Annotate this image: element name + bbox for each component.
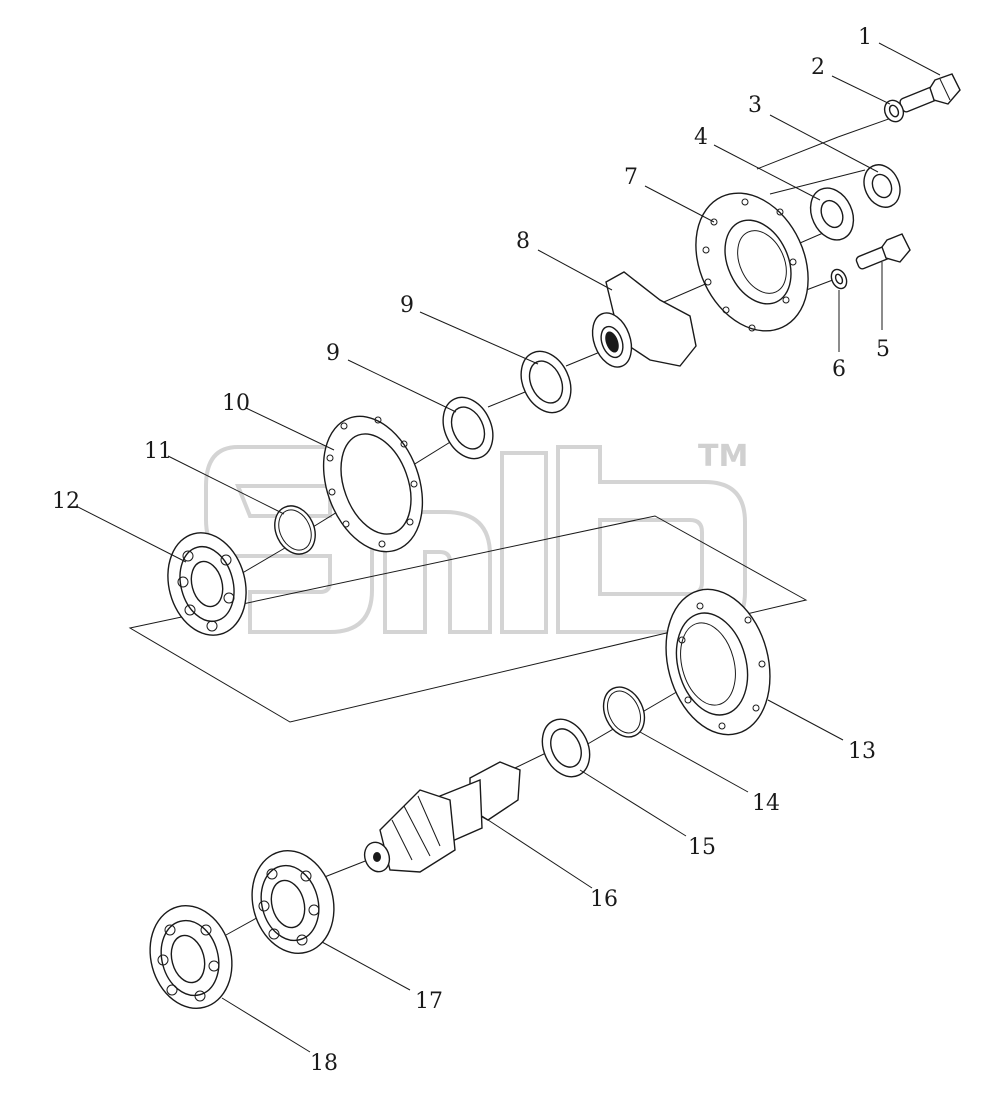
part-14-o-ring xyxy=(602,686,646,738)
part-6-lock-washer xyxy=(830,268,848,290)
callout-15: 15 xyxy=(688,835,716,860)
callout-17: 17 xyxy=(415,989,443,1014)
part-7-bearing-housing xyxy=(695,192,809,332)
part-12-roller-bearing xyxy=(167,532,247,636)
leader-lines xyxy=(75,42,941,1053)
callout-18: 18 xyxy=(310,1051,338,1076)
callout-9-upper: 9 xyxy=(400,293,414,318)
watermark-letter-2 xyxy=(383,510,492,634)
part-1-hex-bolt xyxy=(899,73,961,113)
part-16-drive-pinion xyxy=(363,761,521,873)
part-8-flange-yoke xyxy=(591,271,697,368)
watermark-letter-3 xyxy=(500,451,548,634)
trademark-symbol: TM xyxy=(698,439,748,474)
callout-5: 5 xyxy=(876,337,890,362)
part-17-roller-bearing xyxy=(251,850,335,954)
part-15-bearing-cup xyxy=(541,718,591,778)
assembly-bracket xyxy=(128,515,808,723)
callout-4: 4 xyxy=(694,125,708,150)
callout-10: 10 xyxy=(222,391,250,416)
callout-11: 11 xyxy=(144,439,172,464)
part-13-bearing-cup-housing xyxy=(665,588,771,736)
callout-2: 2 xyxy=(811,55,825,80)
part-9-oil-seal-upper xyxy=(520,350,572,414)
part-5-bolt xyxy=(855,233,911,270)
callout-8: 8 xyxy=(516,229,530,254)
callout-7: 7 xyxy=(624,165,638,190)
callout-14: 14 xyxy=(752,791,780,816)
part-9-oil-seal-lower xyxy=(442,396,494,460)
part-2-washer xyxy=(883,99,905,123)
part-11-o-ring xyxy=(274,505,316,555)
part-3-slotted-nut xyxy=(863,164,901,208)
part-10-gasket xyxy=(322,415,424,553)
part-4-thrust-washer xyxy=(809,187,855,241)
callout-3: 3 xyxy=(748,93,762,118)
part-18-roller-bearing xyxy=(149,905,233,1009)
callout-6: 6 xyxy=(832,357,846,382)
callout-13: 13 xyxy=(848,739,876,764)
callout-12: 12 xyxy=(52,489,80,514)
callout-16: 16 xyxy=(590,887,618,912)
callout-labels: 1 2 3 4 5 6 7 8 9 9 10 11 12 13 14 15 16… xyxy=(52,25,890,1076)
callout-9-lower: 9 xyxy=(326,341,340,366)
callout-1: 1 xyxy=(858,25,872,50)
